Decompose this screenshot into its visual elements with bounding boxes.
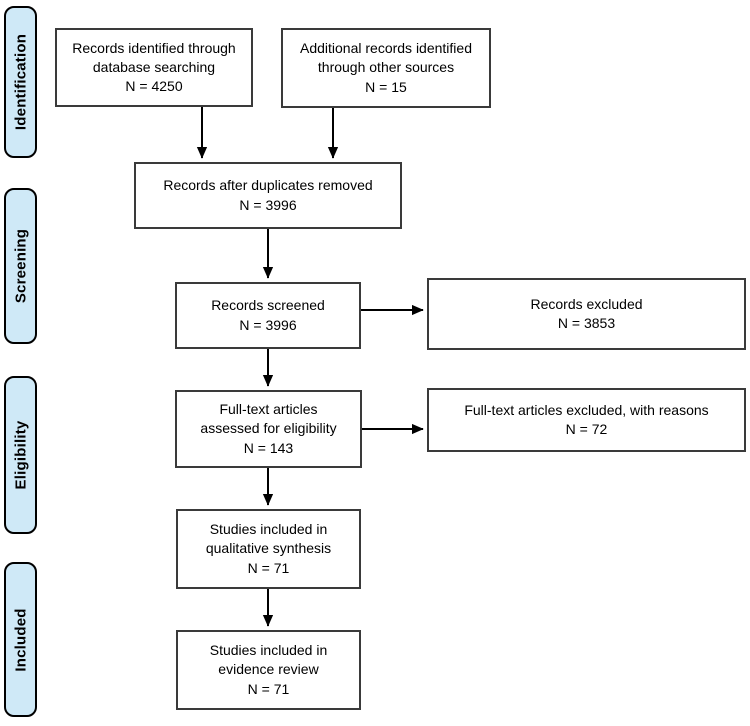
node-other-sources-text: Additional records identified through ot… [300, 40, 472, 76]
node-fulltext-assessed: Full-text articles assessed for eligibil… [175, 390, 362, 468]
node-fulltext-excluded: Full-text articles excluded, with reason… [427, 388, 746, 452]
node-records-screened-count: N = 3996 [239, 316, 297, 333]
node-evidence-review-count: N = 71 [247, 680, 290, 697]
node-qualitative-synthesis-text: Studies included in qualitative synthesi… [205, 521, 332, 557]
node-records-excluded-count: N = 3853 [557, 315, 616, 331]
stage-label-included: Included [4, 562, 37, 717]
node-qualitative-synthesis: Studies included in qualitative synthesi… [176, 509, 361, 589]
stage-label-included-text: Included [12, 607, 29, 672]
stage-label-identification: Identification [4, 6, 37, 158]
node-records-identified-count: N = 4250 [125, 78, 183, 95]
node-other-sources: Additional records identified through ot… [281, 28, 491, 108]
node-fulltext-assessed-text: Full-text articles assessed for eligibil… [200, 401, 337, 437]
node-fulltext-excluded-count: N = 72 [565, 421, 608, 437]
stage-label-eligibility: Eligibility [4, 376, 37, 534]
node-records-excluded-text: Records excluded [530, 295, 643, 312]
node-records-identified-text: Records identified through database sear… [72, 39, 236, 75]
stage-label-screening-text: Screening [12, 228, 29, 304]
node-records-identified: Records identified through database sear… [55, 28, 253, 107]
stage-label-identification-text: Identification [12, 33, 29, 131]
node-fulltext-assessed-count: N = 143 [243, 439, 294, 456]
node-records-screened-text: Records screened [211, 297, 325, 314]
stage-label-eligibility-text: Eligibility [12, 420, 29, 490]
node-records-excluded: Records excluded N = 3853 [427, 278, 746, 350]
node-duplicates-removed-count: N = 3996 [239, 196, 297, 213]
node-qualitative-synthesis-count: N = 71 [247, 559, 290, 576]
node-records-screened: Records screened N = 3996 [175, 282, 361, 349]
node-duplicates-removed: Records after duplicates removed N = 399… [134, 162, 402, 229]
node-fulltext-excluded-text: Full-text articles excluded, with reason… [464, 401, 709, 418]
node-evidence-review: Studies included in evidence review N = … [176, 630, 361, 710]
node-duplicates-removed-text: Records after duplicates removed [163, 177, 373, 194]
node-other-sources-count: N = 15 [365, 78, 407, 95]
stage-label-screening: Screening [4, 188, 37, 344]
node-evidence-review-text: Studies included in evidence review [209, 642, 328, 678]
